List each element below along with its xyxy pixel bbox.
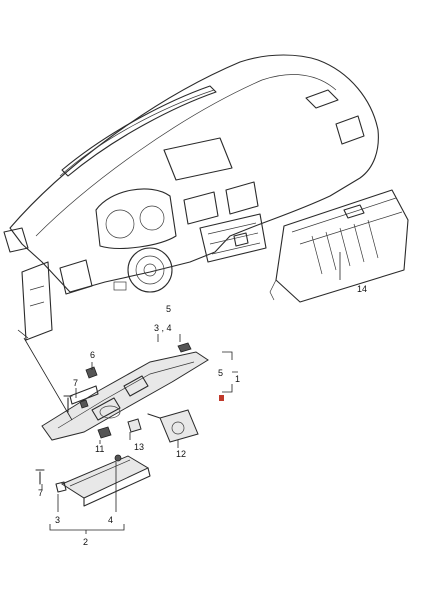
callout-13: 13	[134, 442, 144, 452]
leader-lines	[17, 252, 341, 534]
callout-1: 1	[235, 374, 240, 384]
callout-3-bottom: 3	[55, 515, 60, 525]
callout-6: 6	[90, 350, 95, 360]
lower-trim-panel-part-1	[41, 351, 209, 441]
callout-11: 11	[95, 444, 104, 454]
cover-part-2	[60, 455, 151, 507]
callout-2: 2	[83, 537, 88, 547]
callout-7-bottom: 7	[38, 488, 43, 498]
dashboard-assembly	[3, 54, 379, 341]
callout-7-top: 7	[73, 378, 78, 388]
callout-5-right: 5	[218, 368, 223, 378]
small-parts	[35, 342, 199, 493]
highlight-marker	[219, 395, 224, 401]
callout-4-bottom: 4	[108, 515, 113, 525]
callout-3-4-top: 3 , 4	[154, 323, 172, 333]
glove-box-part-14	[269, 189, 409, 303]
callout-5-top: 5	[166, 304, 171, 314]
callout-12: 12	[176, 449, 186, 459]
callout-14: 14	[357, 284, 367, 294]
